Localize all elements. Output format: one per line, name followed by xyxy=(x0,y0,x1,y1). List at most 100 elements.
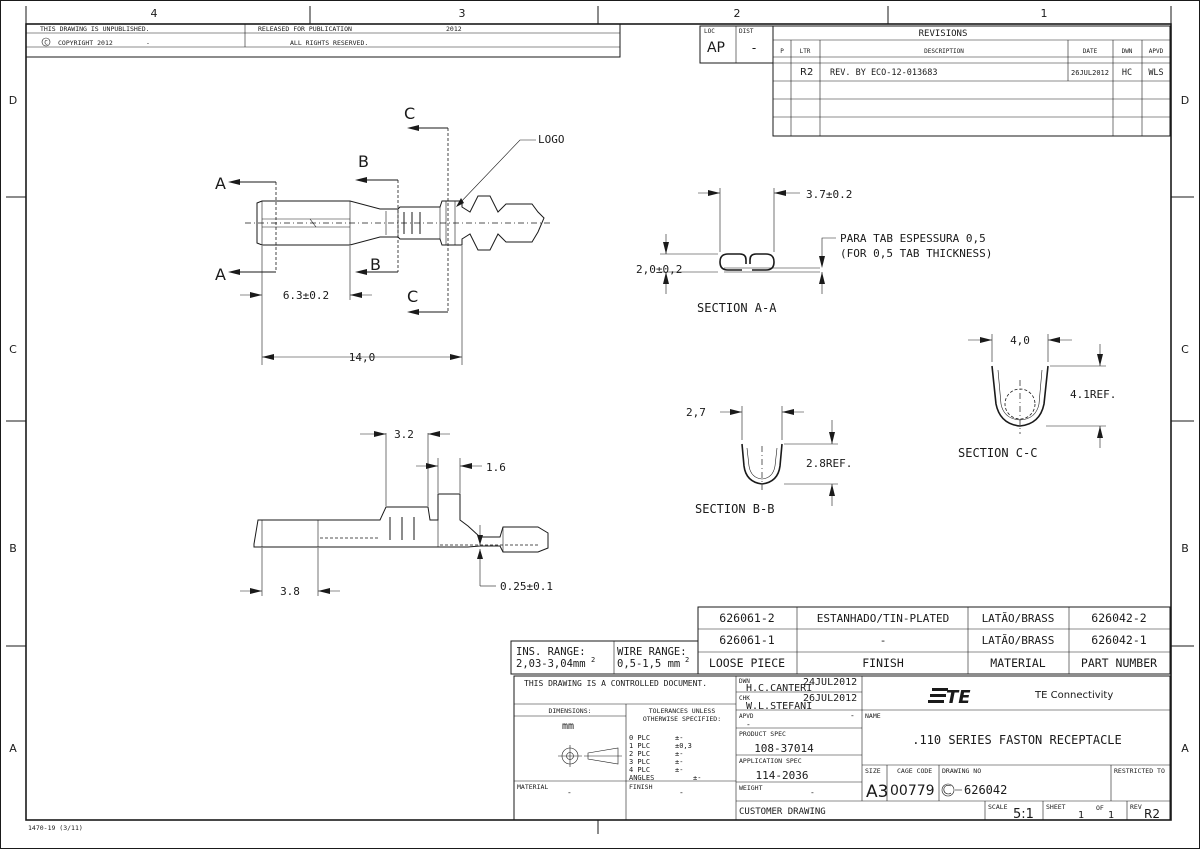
dim-1-6-label: 1.6 xyxy=(486,461,506,474)
dim-6-3-label: 6.3±0.2 xyxy=(283,289,329,302)
weight-value: - xyxy=(810,788,815,797)
te-logo-text: TE xyxy=(946,687,971,708)
form-number: 1470-19 (3/11) xyxy=(28,824,83,832)
ins-range-label: INS. RANGE: xyxy=(516,646,586,658)
copyright-dash: - xyxy=(146,39,150,47)
zone-row-a-left: A xyxy=(9,742,17,755)
tol-angles-value: ±- xyxy=(693,774,701,782)
zone-col-3: 3 xyxy=(459,7,466,20)
dist-value: - xyxy=(752,41,756,55)
of-label: OF xyxy=(1096,804,1104,812)
projection-symbol xyxy=(558,745,622,767)
rev-header-apvd: APVD xyxy=(1149,48,1164,55)
cut-label-b-bottom: B xyxy=(370,255,381,274)
zone-row-d-right: D xyxy=(1181,94,1189,107)
drawing-no-label: DRAWING NO xyxy=(942,767,981,775)
section-bb-title: SECTION B-B xyxy=(695,502,774,516)
dwn-date: 24JUL2012 xyxy=(803,677,857,688)
weight-label: WEIGHT xyxy=(739,784,763,792)
side-view-receptacle xyxy=(253,493,549,553)
revisions-table xyxy=(772,25,1171,137)
finish-label: FINISH xyxy=(629,783,653,791)
zone-col-2: 2 xyxy=(734,7,741,20)
tol-0-value: ±- xyxy=(675,734,683,742)
size-label: SIZE xyxy=(865,767,881,775)
rev-row-description: REV. BY ECO-12-013683 xyxy=(830,68,937,78)
dim-3-2 xyxy=(360,431,482,506)
dwn-name: H.C.CANTERI xyxy=(746,683,812,694)
part-name: .110 SERIES FASTON RECEPTACLE xyxy=(912,733,1122,747)
finish-value: - xyxy=(679,788,684,797)
rev-header-dwn: DWN xyxy=(1122,48,1133,55)
tolerances-label-2: OTHERWISE SPECIFIED: xyxy=(643,715,721,723)
wire-range-sup: 2 xyxy=(685,656,689,664)
scale-value: 5:1 xyxy=(1013,807,1034,822)
copyright-note: COPYRIGHT 2012 xyxy=(58,39,113,47)
loc-value: AP xyxy=(707,40,725,56)
rev-header-ltr: LTR xyxy=(800,48,811,55)
cage-code-label: CAGE CODE xyxy=(897,767,932,775)
drawing-no-value: 626042 xyxy=(964,783,1007,797)
zone-row-a-right: A xyxy=(1181,742,1189,755)
rev-row-apvd: WLS xyxy=(1148,68,1163,78)
cut-label-a-bottom: A xyxy=(215,265,226,284)
tol-4-label: 4 PLC xyxy=(629,766,650,774)
size-value: A3 xyxy=(866,782,888,802)
publication-header xyxy=(25,23,621,58)
of-value: 1 xyxy=(1108,810,1114,821)
zone-row-b-left: B xyxy=(9,542,17,555)
section-aa-dims xyxy=(660,188,836,294)
dimensions-label: DIMENSIONS: xyxy=(548,707,591,715)
released-note: RELEASED FOR PUBLICATION xyxy=(258,25,352,33)
rev-value: R2 xyxy=(1144,807,1160,821)
copyright-symbol: C xyxy=(44,40,48,47)
name-label: NAME xyxy=(865,712,881,720)
section-cc-dims xyxy=(968,334,1106,448)
zone-row-b-right: B xyxy=(1181,542,1189,555)
title-block-frame xyxy=(513,675,1171,821)
parts-row1-finish: ESTANHADO/TIN-PLATED xyxy=(817,612,949,625)
apvd-label: APVD xyxy=(739,713,754,720)
ins-range-value: 2,03-3,04mm xyxy=(516,658,586,670)
dim-14-label: 14,0 xyxy=(349,351,376,364)
rev-row-dwn: HC xyxy=(1122,68,1132,78)
tol-angles-label: ANGLES xyxy=(629,774,654,782)
controlled-document-note: THIS DRAWING IS A CONTROLLED DOCUMENT. xyxy=(524,679,707,688)
logo-callout: LOGO xyxy=(538,133,565,146)
customer-drawing-label: CUSTOMER DRAWING xyxy=(739,807,826,817)
rev-row-date: 26JUL2012 xyxy=(1071,69,1109,77)
section-cc-height-label: 4.1REF. xyxy=(1070,388,1116,401)
parts-row1-part: 626061-2 xyxy=(719,611,774,625)
dist-label: DIST xyxy=(739,28,754,35)
cut-label-b-top: B xyxy=(358,152,369,171)
unpublished-note: THIS DRAWING IS UNPUBLISHED. xyxy=(40,25,150,33)
rev-header-p: P xyxy=(780,48,784,55)
te-logo xyxy=(928,688,948,703)
application-spec-value: 114-2036 xyxy=(756,769,809,782)
rights-note: ALL RIGHTS RESERVED. xyxy=(290,39,368,47)
section-cc-width-label: 4,0 xyxy=(1010,334,1030,347)
application-spec-label: APPLICATION SPEC xyxy=(739,757,802,765)
dimensions-unit: mm xyxy=(562,721,574,732)
parts-header-loose-piece: LOOSE PIECE xyxy=(709,656,785,670)
parts-table xyxy=(510,606,1171,675)
wire-range-value: 0,5-1,5 mm xyxy=(617,658,680,670)
restricted-to-label: RESTRICTED TO xyxy=(1114,767,1165,775)
company-name: TE Connectivity xyxy=(1034,690,1113,701)
section-bb-dims xyxy=(720,406,838,506)
loc-label: LOC xyxy=(704,28,715,35)
section-bb-profile xyxy=(741,443,783,490)
rev-header-description: DESCRIPTION xyxy=(924,48,964,55)
parts-header-finish: FINISH xyxy=(862,656,904,670)
material-label: MATERIAL xyxy=(517,783,548,791)
cut-label-c-top: C xyxy=(404,104,415,123)
tol-1-value: ±0,3 xyxy=(675,742,692,750)
dwn-label: DWN xyxy=(739,678,750,685)
wire-range-label: WIRE RANGE: xyxy=(617,646,687,658)
zone-row-c-left: C xyxy=(9,343,17,356)
section-aa-width-label: 3.7±0.2 xyxy=(806,188,852,201)
parts-row1-material: LATÃO/BRASS xyxy=(982,612,1055,625)
dim-0-25 xyxy=(477,525,496,587)
parts-row2-part: 626061-1 xyxy=(719,633,774,647)
